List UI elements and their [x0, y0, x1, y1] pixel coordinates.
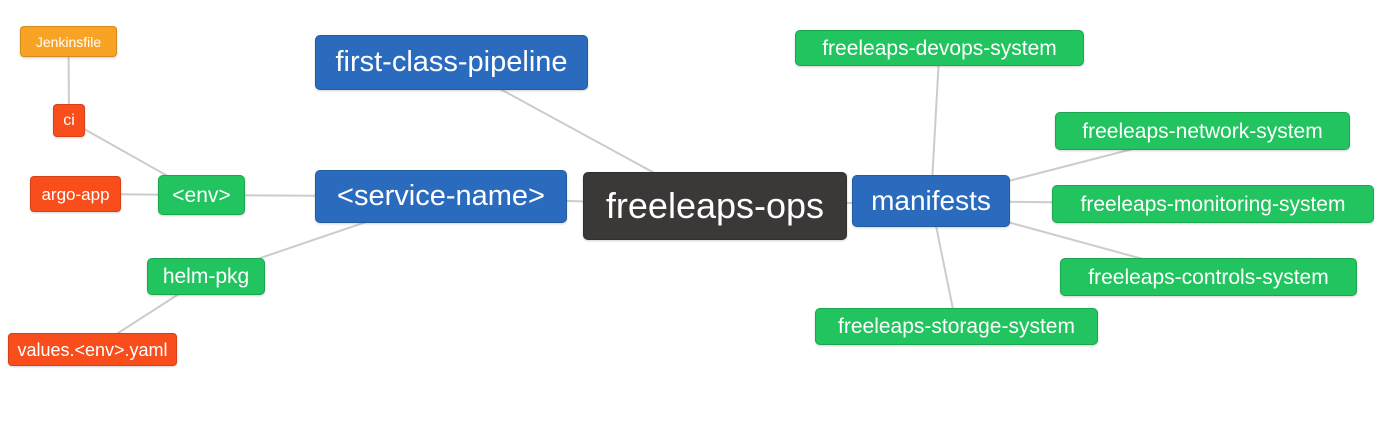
node-ci[interactable]: ci	[53, 104, 85, 137]
node-values-env-yaml[interactable]: values.<env>.yaml	[8, 333, 177, 366]
node-freeleaps-controls-system[interactable]: freeleaps-controls-system	[1060, 258, 1357, 296]
node-argo-app[interactable]: argo-app	[30, 176, 121, 212]
node-manifests[interactable]: manifests	[852, 175, 1010, 227]
node-freeleaps-monitoring-system[interactable]: freeleaps-monitoring-system	[1052, 185, 1374, 223]
node-first-class-pipeline[interactable]: first-class-pipeline	[315, 35, 588, 90]
node-service-name[interactable]: <service-name>	[315, 170, 567, 223]
node-env[interactable]: <env>	[158, 175, 245, 215]
node-freeleaps-storage-system[interactable]: freeleaps-storage-system	[815, 308, 1098, 345]
node-freeleaps-devops-system[interactable]: freeleaps-devops-system	[795, 30, 1084, 66]
node-freeleaps-network-system[interactable]: freeleaps-network-system	[1055, 112, 1350, 150]
node-freeleaps-ops[interactable]: freeleaps-ops	[583, 172, 847, 240]
node-jenkinsfile[interactable]: Jenkinsfile	[20, 26, 117, 57]
node-helm-pkg[interactable]: helm-pkg	[147, 258, 265, 295]
